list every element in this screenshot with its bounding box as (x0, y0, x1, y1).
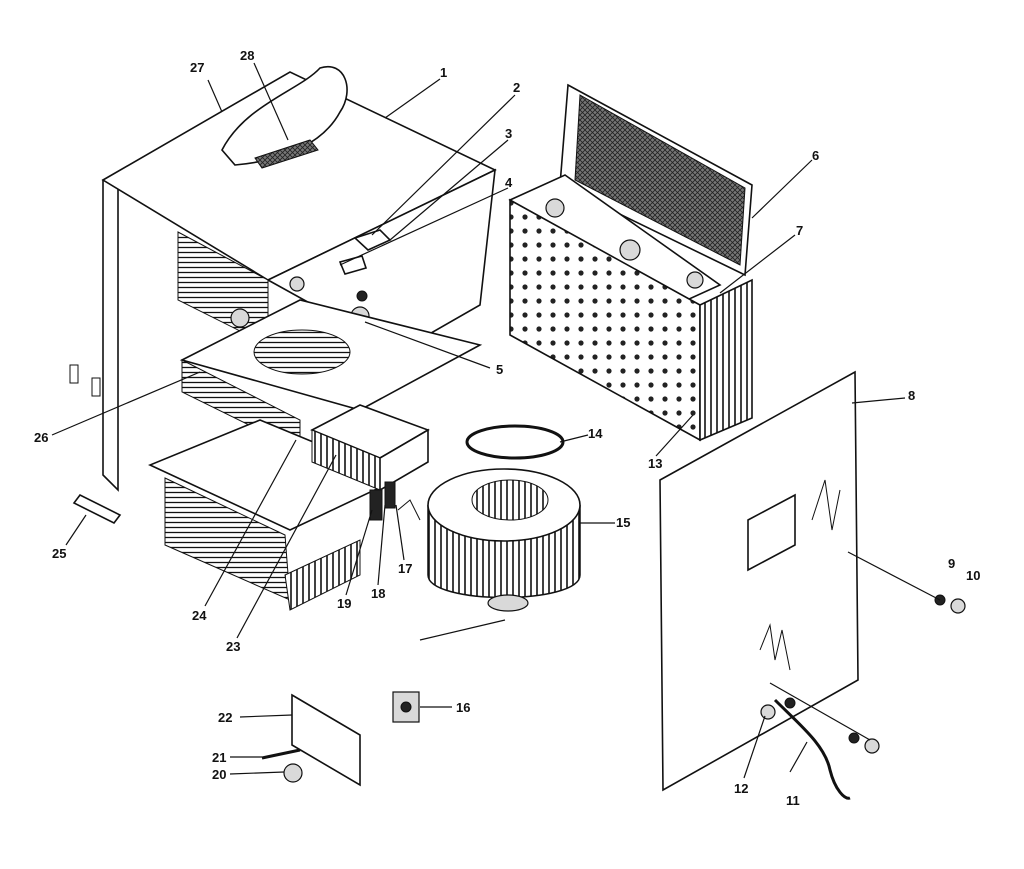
blower-wheel-15 (427, 468, 581, 612)
cabinet-assembly (69, 65, 497, 611)
knob-20 (283, 763, 303, 783)
fitting-12 (760, 704, 776, 720)
damper-grille (254, 139, 319, 169)
front-panel-8 (659, 370, 859, 792)
callout-28: 28 (240, 48, 254, 63)
panel-mark (759, 623, 791, 671)
grommet-a (289, 276, 305, 292)
callout-labels: 1 2 3 4 5 6 7 8 9 10 11 12 13 14 15 16 1… (34, 48, 980, 808)
control-plate (291, 693, 361, 787)
screw-10 (950, 598, 966, 614)
grommet-b (230, 308, 250, 328)
switch-16-toggle (400, 701, 412, 713)
callout-9: 9 (948, 556, 955, 571)
nut-d (356, 290, 368, 302)
callout-6: 6 (812, 148, 819, 163)
callout-25: 25 (52, 546, 66, 561)
pad-media (574, 94, 746, 266)
shelf-fan-opening (253, 329, 351, 375)
frame-hole-b (619, 239, 641, 261)
leader-lines (51, 62, 941, 779)
callout-7: 7 (796, 223, 803, 238)
callout-4: 4 (505, 175, 513, 190)
frame-hole-c (686, 271, 704, 289)
callout-2: 2 (513, 80, 520, 95)
callout-10: 10 (966, 568, 980, 583)
tube-11 (773, 698, 851, 800)
callout-16: 16 (456, 700, 470, 715)
front-panel (659, 370, 859, 792)
panel-slot (69, 364, 79, 384)
callout-22: 22 (218, 710, 232, 725)
callout-23: 23 (226, 639, 240, 654)
washer-right (848, 732, 860, 744)
callout-3: 3 (505, 126, 512, 141)
screw-right (864, 738, 880, 754)
callout-18: 18 (371, 586, 385, 601)
gasket-ring-14 (465, 424, 565, 460)
blower-inlet (471, 479, 549, 521)
switch-18 (384, 481, 396, 509)
callout-13: 13 (648, 456, 662, 471)
control-box-side (379, 428, 429, 492)
switch-19 (369, 489, 383, 521)
fitting-nut (784, 697, 796, 709)
callout-12: 12 (734, 781, 748, 796)
callout-21: 21 (212, 750, 226, 765)
callout-26: 26 (34, 430, 48, 445)
callout-27: 27 (190, 60, 204, 75)
callout-24: 24 (192, 608, 207, 623)
frame-hole-a (545, 198, 565, 218)
panel-mark-2 (811, 479, 841, 531)
blower-motor-hub (487, 594, 529, 612)
cabinet-side-edge (102, 172, 119, 492)
control-plate-22 (261, 691, 420, 787)
callout-14: 14 (588, 426, 603, 441)
bracket-25 (72, 493, 122, 525)
panel-slot-2 (91, 377, 101, 397)
base-front-fins (284, 539, 361, 611)
switch-cluster (369, 481, 421, 521)
callout-17: 17 (398, 561, 412, 576)
callout-20: 20 (212, 767, 226, 782)
callout-11: 11 (786, 793, 800, 808)
front-panel-window (747, 493, 796, 572)
callout-1: 1 (440, 65, 447, 80)
evaporator-pad-frame (508, 83, 753, 442)
frame-side-fins (699, 278, 753, 442)
screw-21 (261, 748, 301, 760)
wire-17 (397, 499, 421, 521)
callout-5: 5 (496, 362, 503, 377)
control-box-23 (310, 404, 430, 492)
callout-19: 19 (337, 596, 351, 611)
callout-8: 8 (908, 388, 915, 403)
callout-15: 15 (616, 515, 630, 530)
